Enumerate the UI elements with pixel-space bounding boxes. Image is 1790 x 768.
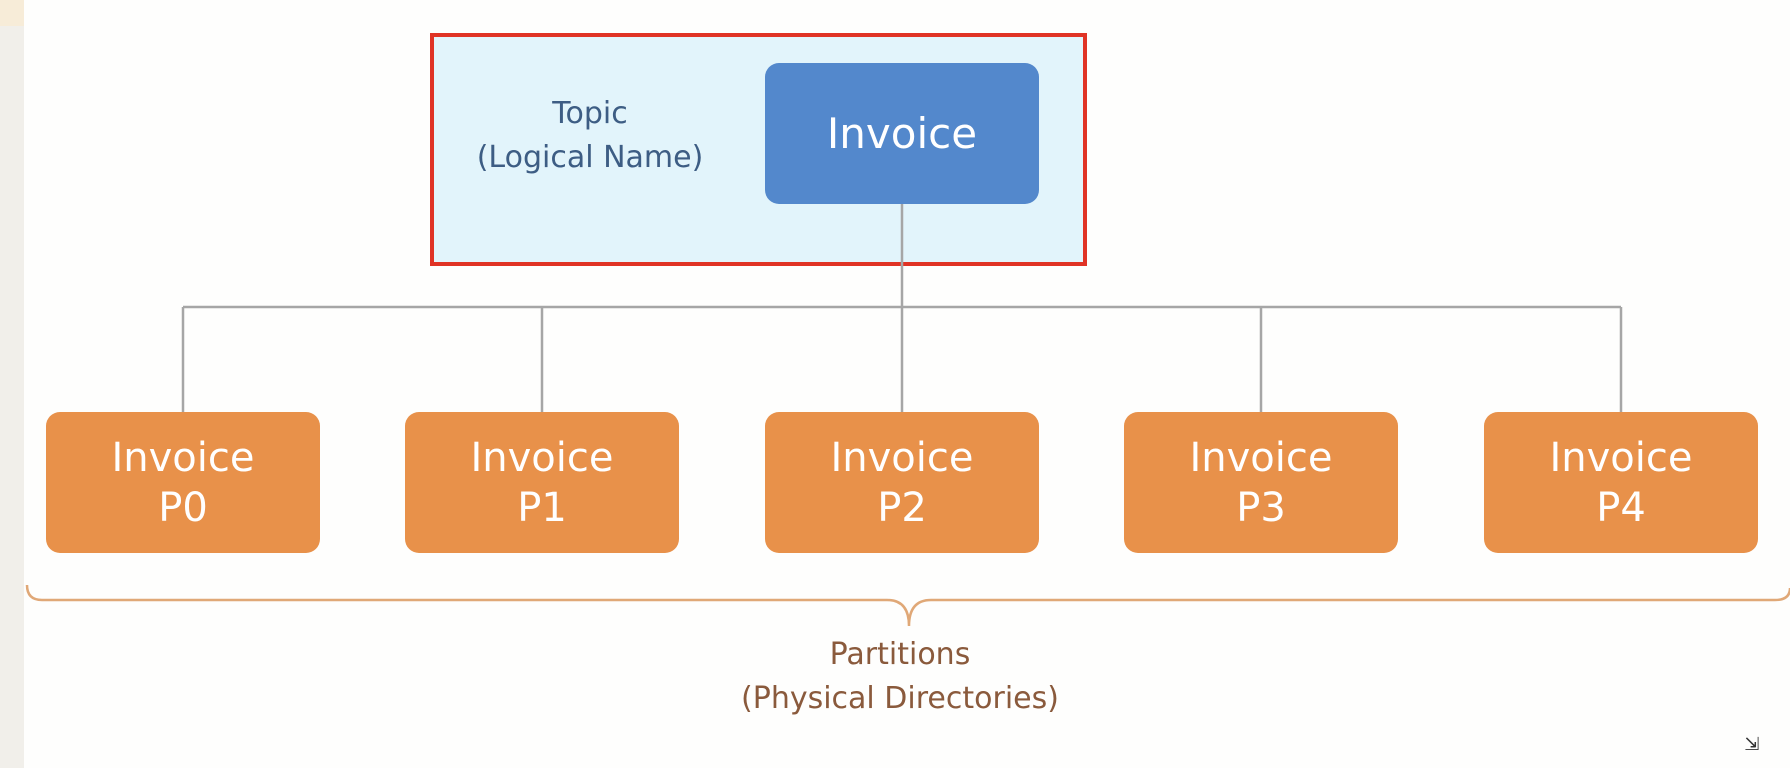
partition-node-label: Invoice [111,434,255,481]
partition-node-label: Invoice [1189,434,1333,481]
brace-path [25,584,1790,627]
partitions-label-line1: Partitions [829,637,971,672]
topic-label: Topic (Logical Name) [440,92,740,180]
window-corner [0,0,24,26]
partition-node-label: Invoice [1549,434,1693,481]
partition-node-p4: Invoice P4 [1484,412,1758,553]
partitions-label: Partitions (Physical Directories) [650,633,1150,721]
partition-node-id: P4 [1596,484,1646,531]
partitions-label-line2: (Physical Directories) [741,681,1059,716]
partition-node-label: Invoice [470,434,614,481]
partition-node-p3: Invoice P3 [1124,412,1398,553]
partition-node-p0: Invoice P0 [46,412,320,553]
partition-node-id: P2 [877,484,927,531]
topic-node-label: Invoice [826,109,978,158]
window-left-edge [0,0,24,768]
partition-node-p1: Invoice P1 [405,412,679,553]
partition-node-id: P1 [517,484,567,531]
partition-node-id: P3 [1236,484,1286,531]
topic-label-line2: (Logical Name) [476,140,704,175]
partition-node-id: P0 [158,484,208,531]
partition-node-p2: Invoice P2 [765,412,1039,553]
topic-node: Invoice [765,63,1039,204]
collapse-arrows-icon[interactable]: ⇲ [1744,734,1760,755]
partition-node-label: Invoice [830,434,974,481]
topic-label-line1: Topic [552,96,628,131]
